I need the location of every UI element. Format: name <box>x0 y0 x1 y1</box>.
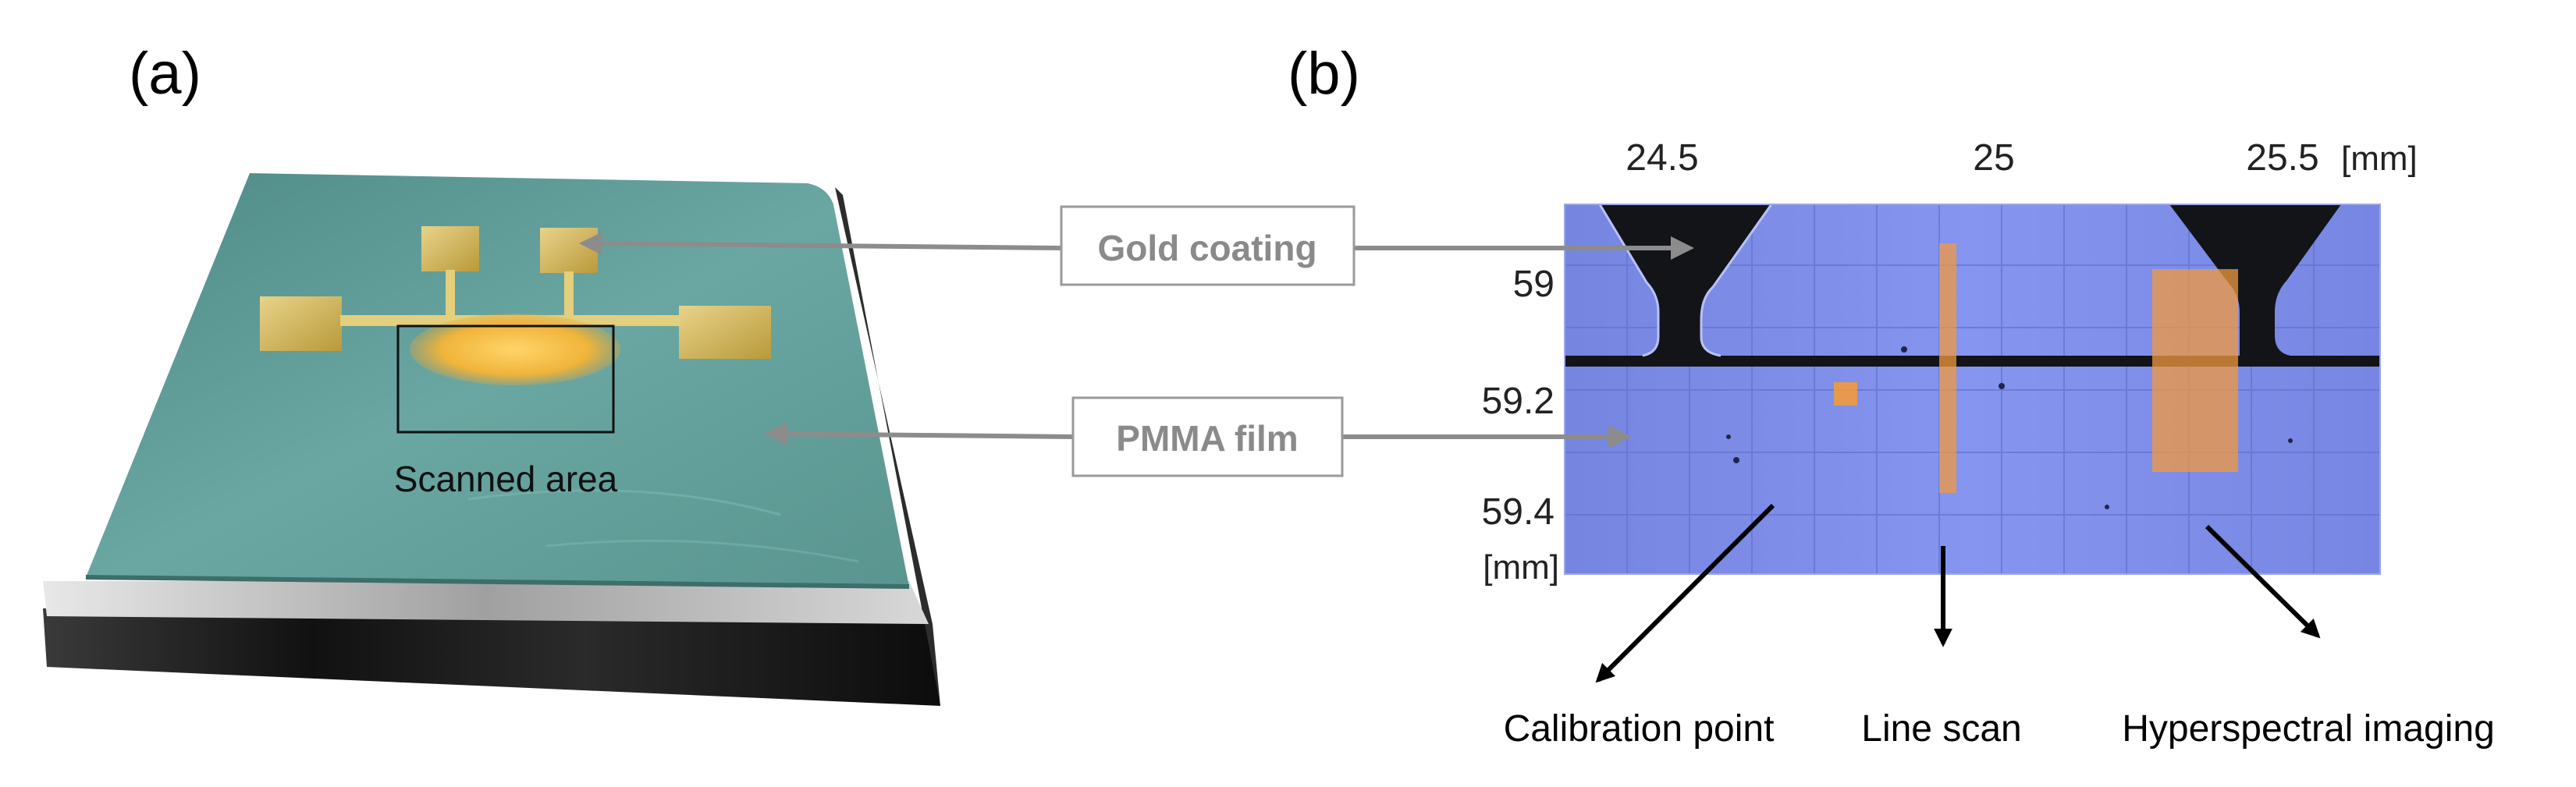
pmma-film-callout-box <box>1071 396 1344 477</box>
substrate-front-face <box>43 608 940 706</box>
panel-a-label: (a) <box>129 41 201 107</box>
gold-pad-left <box>260 296 342 351</box>
pmma-film-arrow-left <box>764 422 1074 446</box>
hyperspectral-region-marker <box>2152 269 2238 472</box>
hyperspectral-imaging-label: Hyperspectral imaging <box>2122 708 2495 750</box>
y-tick-label: 59 <box>1513 264 1554 305</box>
line-scan-label: Line scan <box>1861 708 2021 750</box>
pmma-film-callout-label: PMMA film <box>1116 418 1298 459</box>
gold-electrode-left <box>1565 204 2380 367</box>
gold-trace-right <box>564 271 574 320</box>
gold-coating-callout-box <box>1060 205 1356 286</box>
line-scan-marker <box>1939 243 1956 493</box>
y-tick-label: 59.2 <box>1482 381 1554 422</box>
scan-image <box>1565 204 2380 574</box>
y-unit-label: [mm] <box>1483 548 1559 587</box>
gold-coating-callout-label: Gold coating <box>1097 228 1316 268</box>
x-unit-label: [mm] <box>2341 140 2418 178</box>
x-tick-label: 25 <box>1973 137 2014 179</box>
gold-pad-top-right <box>540 228 598 273</box>
hyperspectral-imaging-arrow <box>2205 524 2321 639</box>
panel-b-label: (b) <box>1288 41 1360 107</box>
gold-electrode-right <box>2169 204 2380 367</box>
gold-trace-left <box>446 270 455 318</box>
sample-block <box>43 173 940 706</box>
pmma-edge <box>85 575 910 589</box>
y-tick-label: 59.4 <box>1482 491 1554 533</box>
x-tick-label: 24.5 <box>1626 137 1698 179</box>
heated-region <box>410 314 620 385</box>
scanned-area-label: Scanned area <box>394 459 618 499</box>
gold-coating-arrow-left <box>579 232 1062 256</box>
calibration-point-marker <box>1834 382 1857 406</box>
gold-pad-right <box>679 306 771 359</box>
scanned-area-box <box>396 324 615 434</box>
x-tick-label: 25.5 <box>2246 137 2318 179</box>
calibration-point-arrow <box>1595 503 1775 683</box>
scan-field-frame <box>1564 204 2381 575</box>
calibration-point-label: Calibration point <box>1504 708 1775 750</box>
substrate-rim <box>43 581 929 624</box>
gold-pad-top-left <box>421 226 479 271</box>
